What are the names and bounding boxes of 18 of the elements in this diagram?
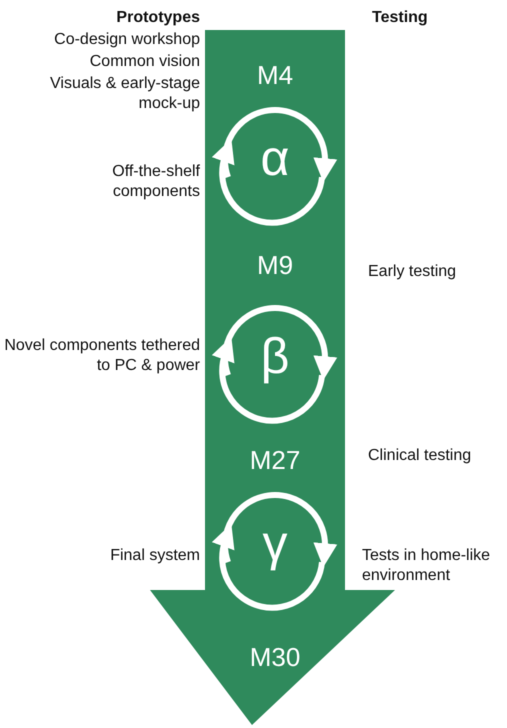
prototype-label: Visuals & early-stage mock-up — [49, 74, 200, 114]
greek-letter: γ — [262, 515, 288, 571]
greek-letter: β — [260, 328, 290, 384]
prototype-label: Off-the-shelf components — [111, 162, 200, 202]
greek-letter: α — [260, 130, 290, 186]
prototype-label: Co-design workshop — [53, 30, 200, 50]
milestone-label: M9 — [256, 250, 294, 280]
prototype-label: Final system — [109, 546, 200, 566]
testing-label: Tests in home-like environment — [362, 546, 492, 586]
prototype-label: Common vision — [88, 52, 200, 72]
column-heading: Prototypes — [115, 8, 200, 28]
column-heading: Testing — [372, 8, 429, 28]
milestone-label: M30 — [248, 642, 302, 672]
milestone-label: M4 — [256, 60, 294, 90]
testing-label: Clinical testing — [368, 446, 472, 466]
testing-label: Early testing — [368, 262, 458, 282]
prototype-label: Novel components tethered to PC & power — [3, 336, 200, 376]
milestone-label: M27 — [248, 445, 302, 475]
